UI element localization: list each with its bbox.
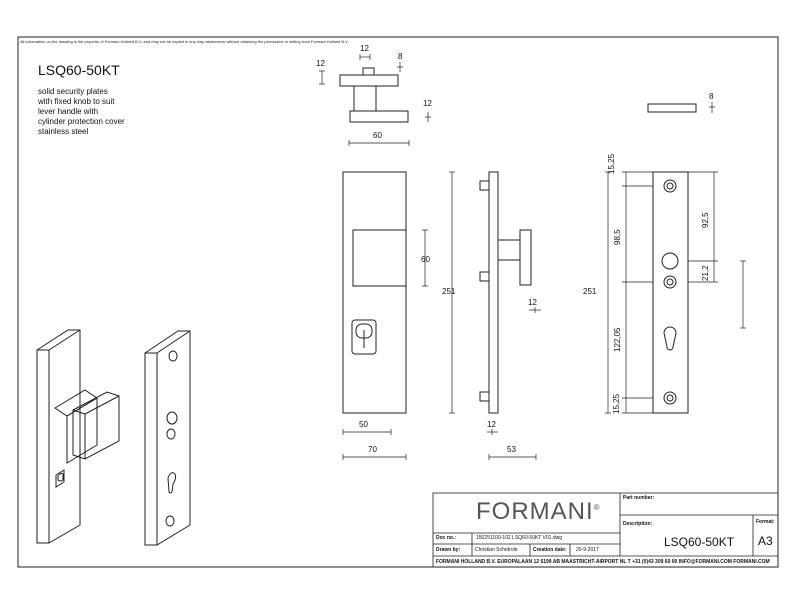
dim-hole-right: 92,5 xyxy=(701,212,710,228)
brand-mark: ® xyxy=(593,503,601,512)
doc-no-label: Doc no.: xyxy=(436,535,456,541)
dim-side-bottom: 12 xyxy=(487,420,496,429)
format-value: A3 xyxy=(758,534,773,548)
dim-side-w: 53 xyxy=(507,445,516,454)
dim-hole-bottom: 15,25 xyxy=(612,393,621,414)
description-line: lever handle with xyxy=(38,107,99,116)
side-plate-view xyxy=(479,171,532,414)
part-number-label: Part number: xyxy=(623,495,655,501)
iso-knob-plate xyxy=(36,329,120,544)
description-line: cylinder protection cover xyxy=(38,117,125,126)
creation-date-label: Creation date: xyxy=(533,547,567,553)
description-label: Description: xyxy=(623,521,653,527)
dim-cover-h: 8 xyxy=(709,92,714,101)
dim-hole-small: 21,2 xyxy=(701,265,710,281)
front-dims xyxy=(342,171,455,460)
knob-top-view xyxy=(339,67,409,123)
creation-date-value: 20-9-2017 xyxy=(576,547,599,553)
dim-knob-top-h: 8 xyxy=(398,52,403,61)
dim-front-knob-h: 60 xyxy=(421,255,430,264)
dim-knob-base-h: 12 xyxy=(423,99,432,108)
brand-logo: FORMANI® xyxy=(476,498,601,526)
product-code: LSQ60-50KT xyxy=(38,62,120,78)
description-line: with fixed knob to suit xyxy=(38,97,115,106)
product-description: solid security plates with fixed knob to… xyxy=(38,87,125,137)
dim-hole-gap: 98,5 xyxy=(613,229,622,245)
iso-back-plate xyxy=(144,330,191,546)
format-label: Format: xyxy=(756,519,775,525)
knob-top-dims xyxy=(319,54,431,146)
dim-side-knob-d: 12 xyxy=(528,298,537,307)
back-dims xyxy=(605,171,746,414)
company-footer: FORMANI HOLLAND B.V. EUROPALAAN 12 6199 … xyxy=(436,559,770,565)
description-value: LSQ60-50KT xyxy=(664,535,735,549)
dim-knob-neck-h: 12 xyxy=(316,59,325,68)
cover-dims xyxy=(709,102,715,113)
dim-knob-width: 60 xyxy=(373,131,382,140)
side-dims xyxy=(487,307,541,460)
dim-plate-w: 70 xyxy=(368,445,377,454)
doc-no-value: 150251100-102 LSQ60-50KT V01.dwg xyxy=(476,535,562,541)
dim-plate-inner-w: 50 xyxy=(359,420,368,429)
dim-plate-h: 251 xyxy=(442,287,456,296)
drawn-by-label: Drawn by: xyxy=(436,547,461,553)
disclaimer-text: All information on the drawing is the pr… xyxy=(20,39,349,44)
dim-back-plate-h: 251 xyxy=(583,287,597,296)
drawn-by-value: Christian Schrdrole xyxy=(475,547,518,553)
page-border xyxy=(17,36,779,568)
description-line: stainless steel xyxy=(38,127,89,136)
cover-plate-view xyxy=(647,103,697,113)
title-block xyxy=(432,492,779,568)
back-plate-view xyxy=(652,171,689,414)
dim-hole-top: 15,25 xyxy=(607,153,616,174)
dim-hole-cyl: 122,05 xyxy=(613,327,622,352)
front-plate-view xyxy=(342,171,407,414)
brand-name: FORMANI xyxy=(476,498,594,525)
dim-knob-top-w: 12 xyxy=(360,44,369,53)
description-line: solid security plates xyxy=(38,87,108,96)
